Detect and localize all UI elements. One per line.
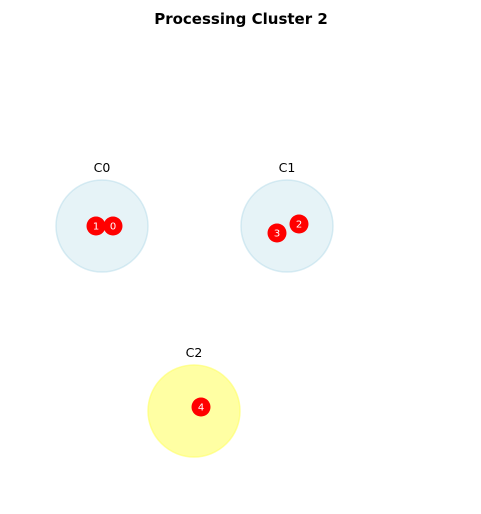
node-0-label: 0: [110, 222, 116, 233]
node-4: 4: [191, 397, 211, 417]
diagram-title: Processing Cluster 2: [154, 10, 328, 28]
node-0: 0: [103, 216, 123, 236]
node-3: 3: [267, 223, 287, 243]
cluster-c0-label: C0: [94, 160, 111, 175]
node-4-label: 4: [198, 403, 204, 414]
node-3-circle: [267, 223, 287, 243]
node-3-label: 3: [274, 229, 280, 240]
node-1: 1: [86, 216, 106, 236]
cluster-c1: C1: [240, 160, 334, 273]
node-1-circle: [86, 216, 106, 236]
cluster-c0: C0: [55, 160, 149, 273]
cluster-c2-label: C2: [186, 345, 203, 360]
cluster-c1-circle: [240, 179, 334, 273]
node-4-circle: [191, 397, 211, 417]
cluster-c1-label: C1: [279, 160, 296, 175]
node-1-label: 1: [93, 222, 99, 233]
node-2-label: 2: [296, 220, 302, 231]
node-2: 2: [289, 214, 309, 234]
node-0-circle: [103, 216, 123, 236]
node-2-circle: [289, 214, 309, 234]
